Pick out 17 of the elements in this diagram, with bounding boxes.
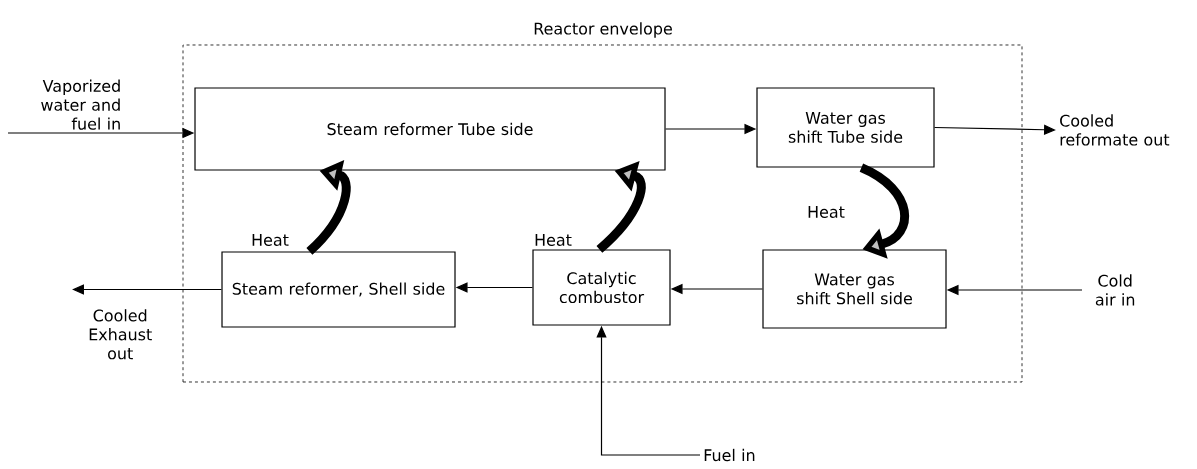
flow-label: Cooled reformate out <box>1060 114 1170 146</box>
process-box: Catalytic combustor <box>532 249 671 326</box>
flow-label: Cold air in <box>1095 274 1135 306</box>
heat-arrow <box>859 163 909 259</box>
process-box: Water gas shift Tube side <box>756 87 935 168</box>
process-box: Steam reformer Tube side <box>194 87 666 171</box>
process-box: Water gas shift Shell side <box>762 249 947 329</box>
edge-label: Heat <box>805 204 847 220</box>
edge-label: Heat <box>249 232 291 248</box>
flow-label: Vaporized water and fuel in <box>41 79 120 130</box>
edge-label: Heat <box>532 232 574 248</box>
arrow <box>934 124 1056 135</box>
arrow <box>72 284 222 295</box>
envelope-label: Reactor envelope <box>534 22 672 38</box>
flow-label: Cooled Exhaust out <box>89 309 152 360</box>
process-box: Steam reformer, Shell side <box>221 251 456 328</box>
flow-label: Fuel in <box>704 448 755 462</box>
